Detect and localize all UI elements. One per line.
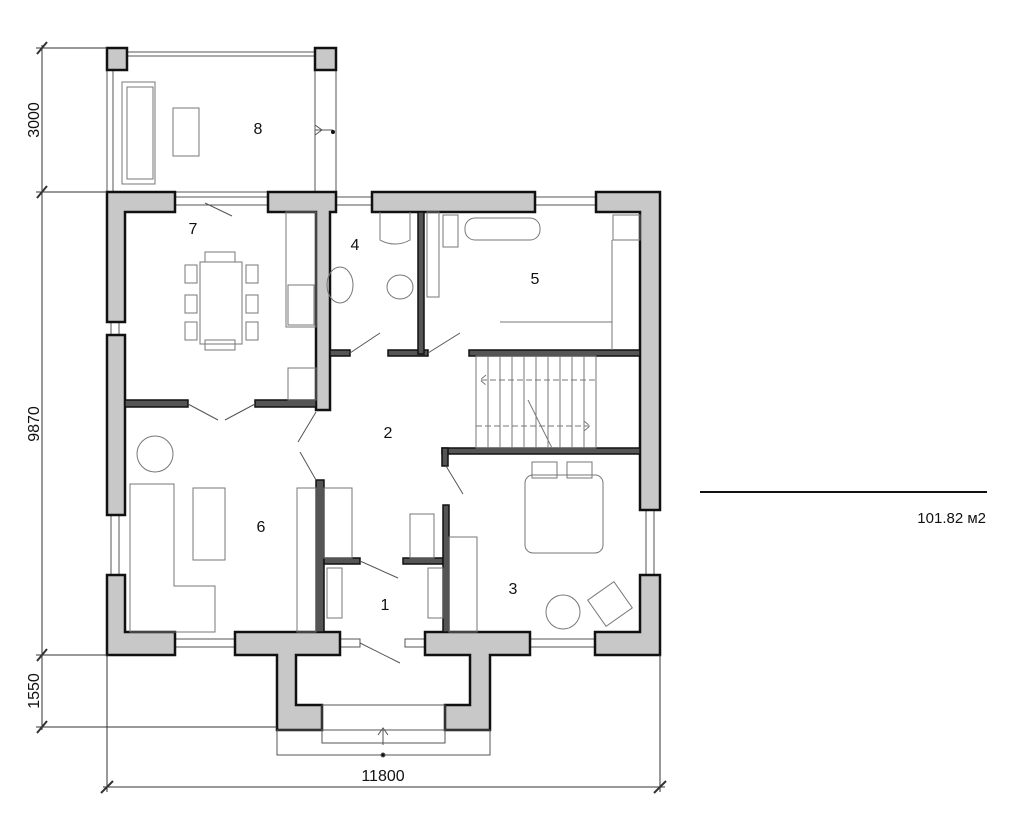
dimension-house-width: 11800 bbox=[361, 768, 404, 785]
round-table bbox=[136, 435, 174, 473]
room-label-2: 2 bbox=[384, 425, 393, 442]
porch-steps bbox=[276, 704, 491, 758]
cabinet bbox=[427, 567, 444, 619]
room-label-5: 5 bbox=[531, 271, 540, 288]
corner-sofa bbox=[129, 483, 216, 633]
armchair bbox=[587, 581, 633, 627]
room-label-7: 7 bbox=[189, 221, 198, 238]
room-label-4: 4 bbox=[351, 237, 360, 254]
terrace-pillar bbox=[313, 46, 338, 72]
interior-walls bbox=[124, 211, 641, 633]
sink bbox=[326, 266, 354, 304]
bathtub bbox=[464, 217, 541, 241]
dryer bbox=[409, 513, 435, 559]
terrace bbox=[105, 46, 338, 193]
shower bbox=[379, 212, 411, 245]
fridge bbox=[287, 367, 317, 401]
room-label-6: 6 bbox=[257, 519, 266, 536]
terrace-pillar bbox=[105, 46, 129, 72]
furniture bbox=[129, 211, 641, 633]
total-area: 101.82 м2 bbox=[917, 510, 986, 527]
stove bbox=[287, 284, 315, 326]
wardrobe bbox=[323, 487, 353, 559]
dimension-terrace-depth: 3000 bbox=[26, 102, 43, 138]
sofa bbox=[121, 81, 156, 185]
bed bbox=[524, 474, 604, 554]
washing-machine bbox=[612, 214, 641, 241]
kitchen-counter bbox=[285, 211, 317, 328]
coffee-table bbox=[172, 107, 200, 157]
dimension-lines bbox=[36, 41, 667, 794]
room-label-1: 1 bbox=[381, 597, 390, 614]
exterior-walls bbox=[105, 190, 662, 732]
vent-shaft bbox=[426, 211, 440, 298]
dimension-house-depth: 9870 bbox=[26, 406, 43, 442]
room-label-8: 8 bbox=[254, 121, 263, 138]
dining-table bbox=[199, 261, 243, 345]
cabinet bbox=[326, 567, 343, 619]
coffee-table bbox=[192, 487, 226, 561]
tv-unit bbox=[296, 487, 317, 633]
toilet bbox=[386, 274, 414, 300]
doors bbox=[187, 202, 464, 664]
small-table bbox=[545, 594, 581, 630]
dimension-porch-depth: 1550 bbox=[26, 673, 43, 709]
entry-arrow-icon bbox=[314, 124, 333, 136]
room-label-3: 3 bbox=[509, 581, 518, 598]
wardrobe bbox=[448, 536, 478, 633]
staircase bbox=[475, 355, 597, 449]
